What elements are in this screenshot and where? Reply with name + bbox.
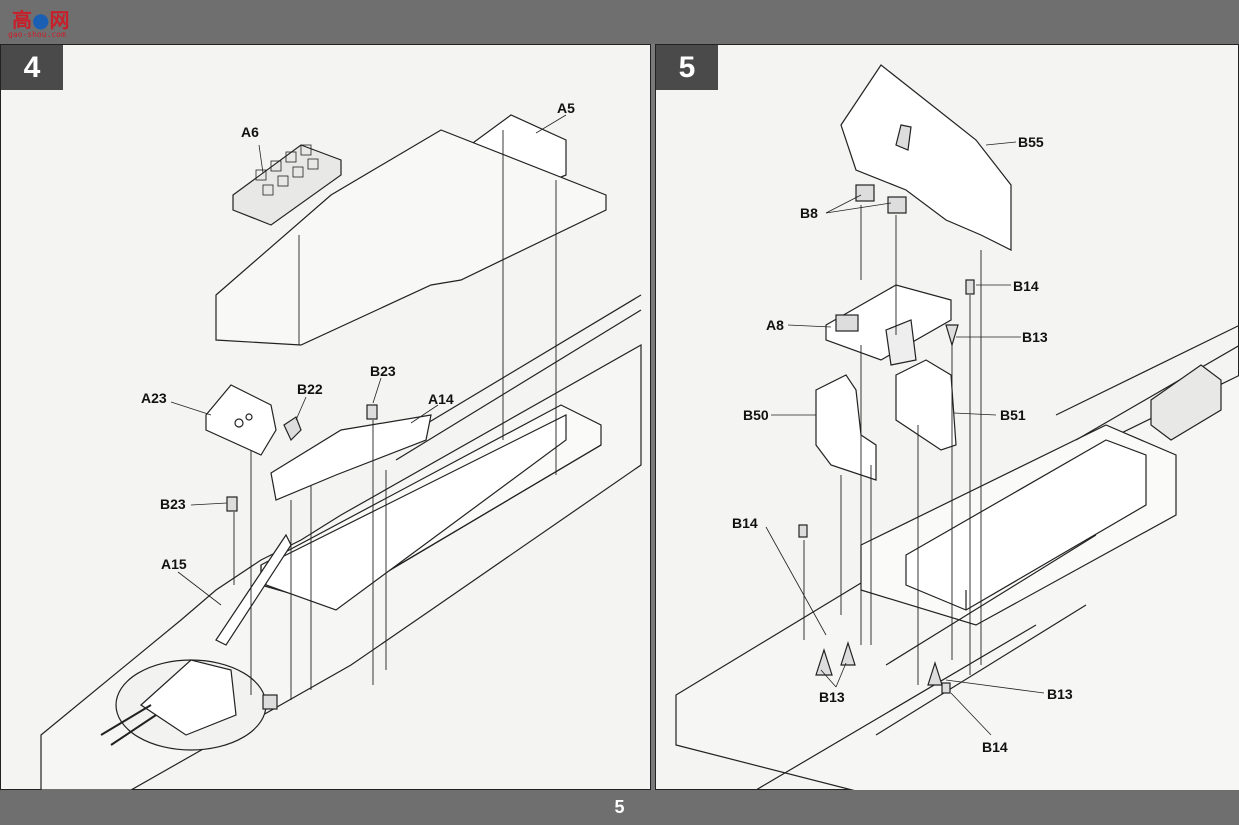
label-b23-top: B23 [370,363,396,379]
watermark-url: gao-shou.com [8,30,66,39]
label-b13-top: B13 [1022,329,1048,345]
bottom-band [0,790,1239,825]
label-b22: B22 [297,381,323,397]
label-b8: B8 [800,205,818,221]
label-a15: A15 [161,556,187,572]
label-a8: A8 [766,317,784,333]
page-number: 5 [614,797,625,817]
watermark-logo: 高●网 gao-shou.com [4,2,72,40]
label-b51: B51 [1000,407,1026,423]
label-a14: A14 [428,391,454,407]
label-b13-bottom-right: B13 [1047,686,1073,702]
step-4-diagram: A6 A5 A23 B22 B23 A14 B23 A15 [40,100,642,791]
step-5-panel: 5 [655,44,1239,791]
step-5-number: 5 [656,45,718,90]
label-b50: B50 [743,407,769,423]
label-b13-bottom-left: B13 [819,689,845,705]
step-4-panel: 4 [0,44,651,791]
step-5-labels: B55 B8 B14 A8 B13 B50 B51 B14 B13 B13 B1… [732,134,1073,755]
label-b55: B55 [1018,134,1044,150]
label-b23-left: B23 [160,496,186,512]
label-b14-left: B14 [732,515,758,531]
label-b14-bottom: B14 [982,739,1008,755]
step-4-labels: A6 A5 A23 B22 B23 A14 B23 A15 [141,100,575,572]
top-band [0,0,1239,44]
step-4-number: 4 [1,45,63,90]
label-a6: A6 [241,124,259,140]
step-5-diagram: B55 B8 B14 A8 B13 B50 B51 B14 B13 B13 B1… [675,64,1239,791]
label-b14-top: B14 [1013,278,1039,294]
label-a5: A5 [557,100,575,116]
label-a23: A23 [141,390,167,406]
watermark-text: 高●网 [12,8,70,32]
